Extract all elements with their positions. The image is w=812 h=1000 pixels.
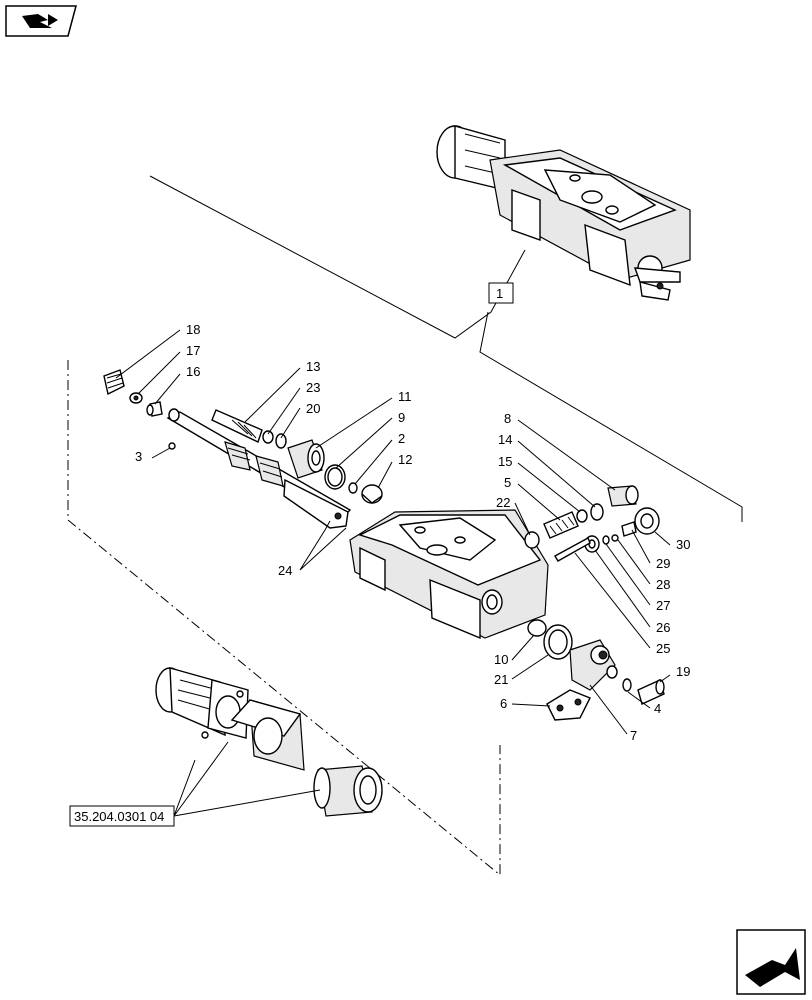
callout-15: 15 <box>498 454 512 469</box>
retainer-17 <box>129 392 143 404</box>
screw-19 <box>637 679 665 705</box>
callout-10: 10 <box>494 652 508 667</box>
book-arrow-icon[interactable] <box>5 5 77 37</box>
ring-2 <box>348 482 358 494</box>
washer-4 <box>622 678 632 692</box>
seal-27 <box>602 535 610 545</box>
callout-9: 9 <box>398 410 405 425</box>
callout-7: 7 <box>630 728 637 743</box>
callout-29: 29 <box>656 556 670 571</box>
valve-assembly-view <box>436 125 691 301</box>
callout-27: 27 <box>656 598 670 613</box>
callout-18: 18 <box>186 322 200 337</box>
valve-body <box>349 509 549 640</box>
callout-26: 26 <box>656 620 670 635</box>
callout-6: 6 <box>500 696 507 711</box>
kit-bushing <box>313 765 383 817</box>
callout-19: 19 <box>676 664 690 679</box>
ring-15 <box>576 509 588 523</box>
callout-16: 16 <box>186 364 200 379</box>
callout-23: 23 <box>306 380 320 395</box>
kit-bellows <box>155 667 249 739</box>
cap-30 <box>634 507 660 535</box>
ring-14 <box>590 503 604 521</box>
callout-8: 8 <box>504 411 511 426</box>
exploded-boundary <box>67 360 501 877</box>
callout-21: 21 <box>494 672 508 687</box>
callout-20: 20 <box>306 401 320 416</box>
ring-20 <box>275 433 287 449</box>
callout-28: 28 <box>656 577 670 592</box>
callout-22: 22 <box>496 495 510 510</box>
plug-8 <box>607 485 639 507</box>
assembly-leader-lines <box>149 175 743 522</box>
assembly-ref-label: 1 <box>496 286 503 301</box>
callout-5: 5 <box>504 475 511 490</box>
ball-3 <box>168 442 176 450</box>
rod-13 <box>211 409 263 443</box>
callout-11: 11 <box>398 389 412 404</box>
assembly-ref-box: 1 <box>488 282 514 304</box>
callout-13: 13 <box>306 359 320 374</box>
callout-17: 17 <box>186 343 200 358</box>
seal-9 <box>324 464 346 490</box>
cover-21 <box>543 624 573 660</box>
callout-14: 14 <box>498 432 512 447</box>
screw-16 <box>146 401 163 417</box>
callout-2: 2 <box>398 431 405 446</box>
callout-3: 3 <box>135 449 142 464</box>
cap-12 <box>361 484 383 504</box>
clevis-7 <box>569 639 618 691</box>
kit-flange <box>230 699 305 771</box>
callout-25: 25 <box>656 641 670 656</box>
spring-5 <box>543 511 579 539</box>
piston-22 <box>524 531 540 549</box>
spool-24 <box>166 408 352 529</box>
next-page-arrow-icon[interactable] <box>736 929 806 995</box>
callout-24: 24 <box>278 563 292 578</box>
kit-ref-label: 35.204.0301 04 <box>74 809 164 824</box>
ball-28 <box>611 534 619 542</box>
kit-ref-box: 35.204.0301 04 <box>69 805 175 827</box>
link-6 <box>546 689 591 721</box>
callout-12: 12 <box>398 452 412 467</box>
spring-18 <box>103 369 125 396</box>
ring-23 <box>262 430 274 444</box>
ring-10 <box>527 619 547 637</box>
rod-25 <box>554 537 591 562</box>
callout-30: 30 <box>676 537 690 552</box>
bushing-11 <box>287 439 325 479</box>
callout-4: 4 <box>654 701 661 716</box>
spring-29 <box>621 521 637 537</box>
